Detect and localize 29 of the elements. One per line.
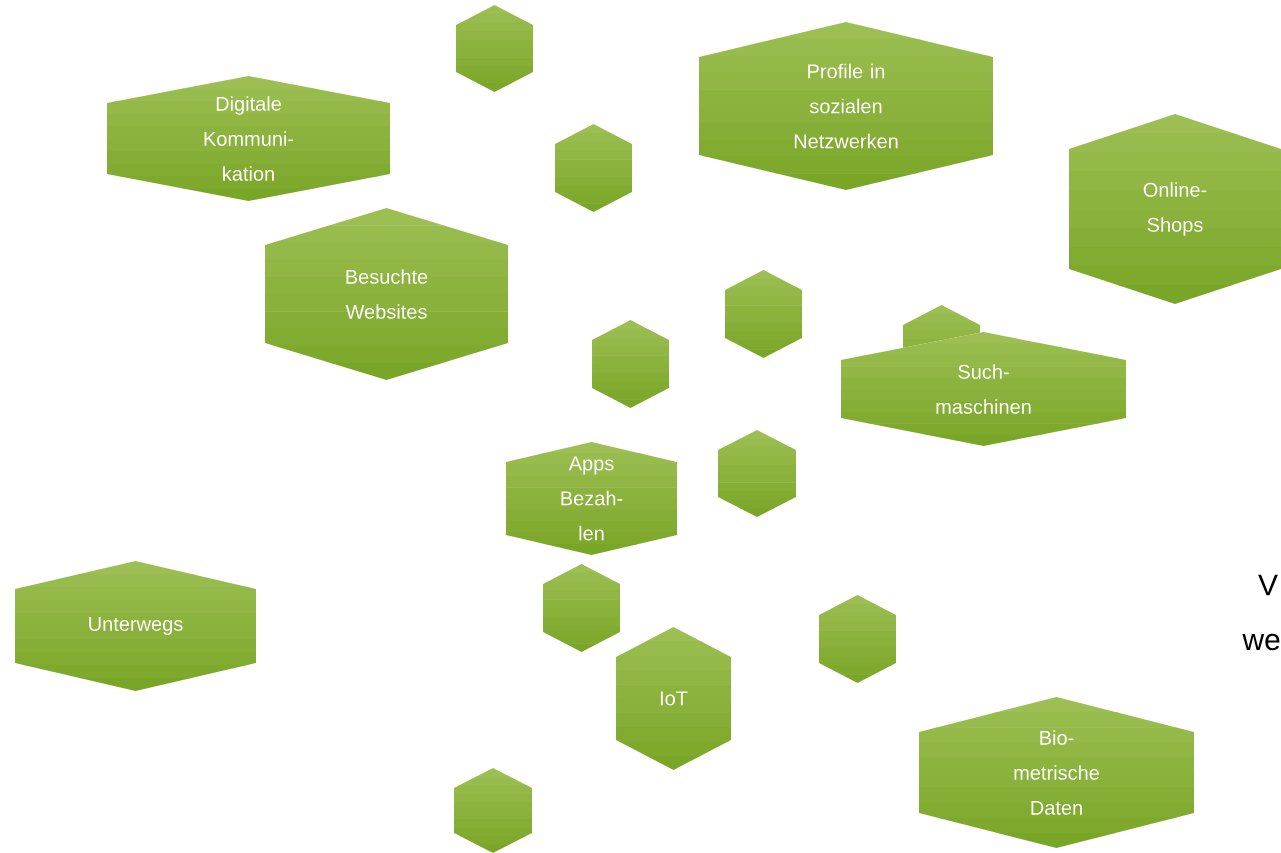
- hexagon-tile: Apps Bezah-len: [506, 442, 677, 555]
- hexagon-tile: Online-Shops: [1069, 114, 1281, 304]
- hexagon-tile: [725, 270, 802, 358]
- hexagon-tile: [819, 595, 896, 683]
- hexagon-tile: Bio-metrische Daten: [919, 697, 1194, 848]
- cut-off-text: V: [1258, 574, 1278, 596]
- hexagon-tile: [555, 124, 632, 212]
- hexagon-tile: [592, 320, 669, 408]
- node-label: Unterwegs: [89, 617, 183, 635]
- node-label: Apps Bezah-len: [561, 456, 623, 541]
- hexagon-tile: Profile in sozialen Netzwerken: [699, 22, 993, 190]
- node-label: maschinen: [936, 399, 1031, 414]
- hexagon-tile: [456, 5, 533, 92]
- hexagon-tile: [718, 430, 796, 517]
- node-label: Online-Shops: [1143, 182, 1207, 236]
- hexagon-tile: [543, 564, 620, 652]
- hexagon-tile: [454, 768, 532, 853]
- node-label: metrische Daten: [1014, 765, 1099, 815]
- cut-off-text: we: [1242, 633, 1280, 651]
- node-label: Profile in sozialen Netzwerken: [794, 63, 898, 149]
- node-label: Bio-: [1040, 730, 1074, 745]
- hexagon-tile: Unterwegs: [15, 561, 256, 691]
- hexagon-tile: Such-maschinen: [841, 332, 1126, 446]
- hexagon-tile: Besuchte Websites: [265, 208, 508, 380]
- node-label: Such-: [958, 364, 1009, 379]
- hexagon-tile: Digitale Kommuni-kation: [107, 76, 390, 201]
- node-label: Websites: [345, 304, 427, 319]
- hexagon-tile: IoT: [616, 627, 731, 770]
- node-label: Besuchte: [346, 269, 428, 284]
